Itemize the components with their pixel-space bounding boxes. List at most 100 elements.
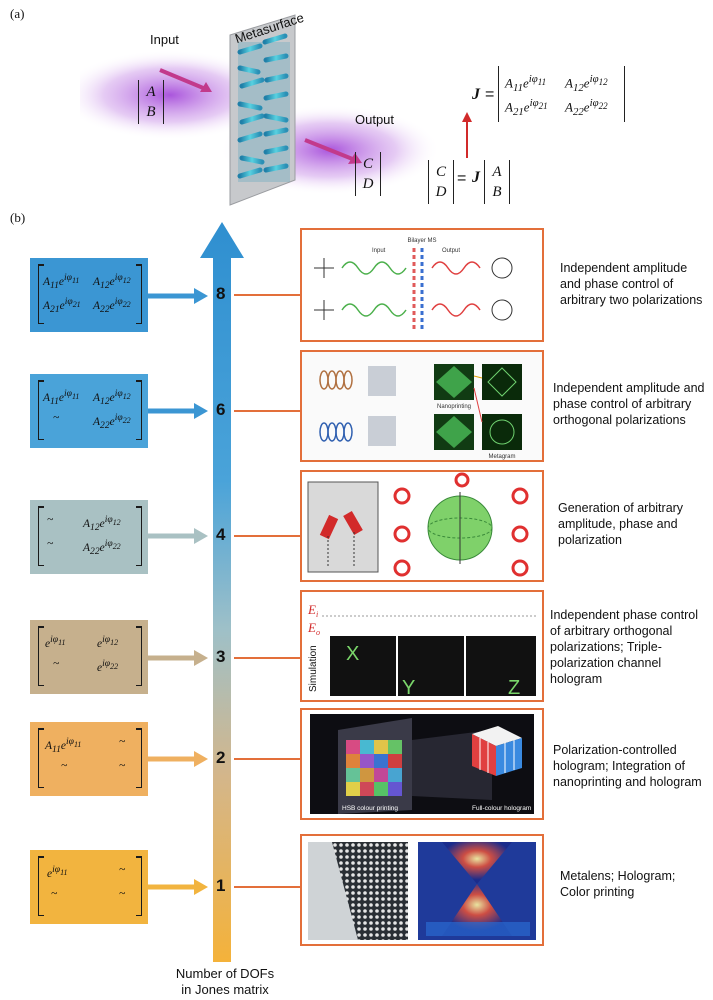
jones-cell-11: A11eiφ11	[505, 73, 547, 94]
m8-12: A12eiφ12	[93, 272, 131, 292]
row4-arrow	[148, 528, 208, 544]
input-label: Input	[150, 32, 179, 47]
m3-22: eiφ22	[97, 658, 119, 674]
row2-description: Polarization-controlled hologram; Integr…	[553, 743, 702, 789]
dof-label-4: 4	[216, 525, 226, 544]
dof-label-2: 2	[216, 748, 226, 767]
bilayer-label: Bilayer MS	[407, 238, 436, 244]
m4-22: A22eiφ22	[83, 538, 121, 558]
row3-inset: Ei Eo X Y Z Simulation	[300, 590, 544, 702]
fullcolour-label: Full-colour hologram	[472, 805, 531, 812]
output-vector: C D	[355, 152, 381, 196]
m1-11: eiφ11	[47, 864, 68, 880]
m4-11: ~	[47, 514, 54, 526]
m6-22: A22eiφ22	[93, 412, 131, 432]
row4-description: Generation of arbitrary amplitude, phase…	[558, 501, 684, 547]
letter-y: Y	[402, 677, 415, 699]
equation-rhs-b: B	[492, 184, 502, 200]
row6-inset: Nanoprinting Metagram	[300, 350, 544, 462]
m2-21: ~	[61, 760, 68, 772]
metagram-label: Metagram	[488, 454, 515, 460]
equation-rhs-vector: A B	[484, 160, 510, 204]
axis-caption: Number of DOFs in Jones matrix	[160, 966, 290, 998]
row4-inset	[300, 470, 544, 582]
axis-caption-line1: Number of DOFs	[175, 966, 275, 981]
m1-21: ~	[51, 888, 58, 900]
matrix-box-2: A11eiφ11 ~ ~ ~	[30, 722, 148, 796]
dof-label-8: 8	[216, 284, 226, 303]
row1-arrow	[148, 879, 208, 895]
letter-x: X	[346, 643, 359, 665]
nanoprinting-label: Nanoprinting	[437, 404, 471, 410]
matrix-box-6: A11eiφ11 A12eiφ12 ~ A22eiφ22	[30, 374, 148, 448]
jones-cell-22: A22eiφ22	[565, 97, 608, 118]
m6-12: A12eiφ12	[93, 388, 131, 408]
row3-arrow	[148, 650, 208, 666]
row6-connector	[234, 410, 300, 412]
jones-j-symbol: J	[472, 86, 480, 103]
output-label: Output	[355, 112, 395, 127]
letter-z: Z	[508, 677, 520, 699]
matrix-box-4: ~ A12eiφ12 ~ A22eiφ22	[30, 500, 148, 574]
m6-11: A11eiφ11	[43, 388, 80, 408]
m6-21: ~	[53, 412, 60, 424]
m3-21: ~	[53, 658, 60, 670]
m1-22: ~	[119, 888, 126, 900]
row2-arrow	[148, 751, 208, 767]
matrix-box-3: eiφ11 eiφ12 ~ eiφ22	[30, 620, 148, 694]
row8-connector	[234, 294, 300, 296]
row8-inset: Bilayer MS Input Output	[300, 228, 544, 342]
row3-description: Independent phase control of arbitrary o…	[550, 608, 699, 686]
m8-21: A21eiφ21	[43, 296, 81, 316]
row1-inset	[300, 834, 544, 946]
row8-arrow	[148, 288, 208, 304]
row2-inset: HSB colour printing Full-colour hologram	[300, 708, 544, 820]
equation-rhs-a: A	[492, 164, 502, 180]
dof-label-6: 6	[216, 400, 226, 419]
hsb-label: HSB colour printing	[342, 805, 398, 812]
axis-caption-line2: in Jones matrix	[181, 982, 269, 997]
jones-cell-21: A21eiφ21	[505, 97, 548, 118]
m3-12: eiφ12	[97, 634, 119, 650]
row6-description: Independent amplitude and phase control …	[553, 381, 705, 427]
jones-matrix-full: A11eiφ11 A12eiφ12 A21eiφ21 A22eiφ22	[498, 66, 625, 122]
m4-21: ~	[47, 538, 54, 550]
row1-description: Metalens; Hologram; Color printing	[560, 869, 676, 899]
m4-12: A12eiφ12	[83, 514, 121, 534]
equation-lhs-vector: C D	[428, 160, 454, 204]
ei-label: Ei	[307, 602, 318, 619]
equation-j-symbol: J	[472, 169, 480, 186]
equals-sign: =	[457, 170, 467, 187]
equation-arrow	[462, 112, 472, 158]
dof-label-1: 1	[216, 876, 226, 895]
output-inset-label: Output	[442, 248, 460, 254]
jones-equals: =	[485, 86, 495, 103]
m1-12: ~	[119, 864, 126, 876]
eo-label: Eo	[307, 620, 320, 637]
m3-11: eiφ11	[45, 634, 66, 650]
m8-11: A11eiφ11	[43, 272, 80, 292]
equation-lhs-d: D	[435, 184, 447, 200]
input-vector-a: A	[146, 84, 156, 100]
row4-connector	[234, 535, 300, 537]
m8-22: A22eiφ22	[93, 296, 131, 316]
jones-cell-12: A12eiφ12	[565, 73, 608, 94]
row3-connector	[234, 657, 300, 659]
metasurface-illustration	[80, 14, 440, 206]
row6-arrow	[148, 403, 208, 419]
simulation-label: Simulation	[308, 645, 319, 692]
dof-axis-arrow	[200, 222, 244, 962]
input-vector: A B	[138, 80, 164, 124]
input-inset-label: Input	[372, 248, 386, 254]
dof-label-3: 3	[216, 647, 226, 666]
output-vector-c: C	[362, 156, 373, 172]
panel-a-label: (a)	[10, 6, 25, 21]
equation-lhs-c: C	[435, 164, 446, 180]
row2-connector	[234, 758, 300, 760]
m2-12: ~	[119, 736, 126, 748]
matrix-box-1: eiφ11 ~ ~ ~	[30, 850, 148, 924]
row1-connector	[234, 886, 300, 888]
matrix-box-8: A11eiφ11 A12eiφ12 A21eiφ21 A22eiφ22	[30, 258, 148, 332]
m2-11: A11eiφ11	[45, 736, 82, 756]
row8-description: Independent amplitude and phase control …	[560, 261, 703, 307]
